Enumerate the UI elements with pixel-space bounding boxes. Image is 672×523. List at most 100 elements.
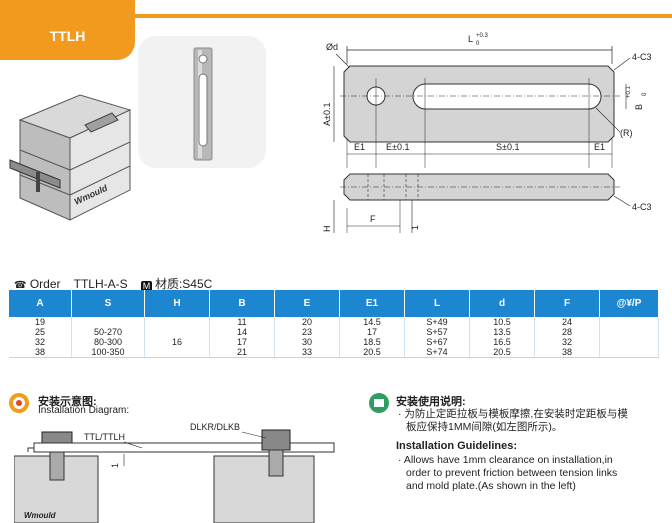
- cell: 38: [9, 347, 72, 358]
- cell: 38: [534, 347, 600, 358]
- guide-en-line3: and mold plate.(As shown in the left): [406, 480, 576, 492]
- product-photo: [138, 36, 266, 168]
- dim-L: L: [468, 34, 473, 44]
- install-diagram: 1 TTL/TTLH DLKR/DLKB Wmould: [14, 422, 335, 523]
- dim-H: H: [322, 226, 332, 233]
- header-rule: [0, 14, 672, 18]
- install-title-en: Installation Diagram:: [38, 405, 130, 416]
- cell: [144, 327, 210, 337]
- cell: 14: [209, 327, 275, 337]
- cell: 14.5: [339, 317, 405, 327]
- guide-title-en: Installation Guidelines:: [396, 440, 518, 452]
- table-row: 32 80-300 16 17 30 18.5 S+67 16.5 32: [9, 337, 659, 347]
- cell: [599, 317, 659, 327]
- guide-en-line2: order to prevent friction between tensio…: [406, 467, 618, 479]
- cell: [144, 317, 210, 327]
- cell: [71, 317, 145, 327]
- dim-E: E±0.1: [386, 142, 409, 152]
- cell: 20: [274, 317, 340, 327]
- guide-cn-line1: · 为防止定距拉板与模板摩擦,在安装时定距板与模: [398, 408, 628, 420]
- cell: 80-300: [71, 337, 145, 347]
- order-label: Order: [29, 277, 61, 291]
- cell: 11: [209, 317, 275, 327]
- cell: 28: [534, 327, 600, 337]
- table-row: 38 100-350 21 33 20.5 S+74 20.5 38: [9, 347, 659, 358]
- guide-en-line1: · Allows have 1mm clearance on installat…: [398, 454, 613, 466]
- col-header: @¥/P: [599, 290, 659, 317]
- cell: [599, 327, 659, 337]
- cell: S+67: [404, 337, 470, 347]
- dim-F: F: [370, 214, 376, 224]
- cell: 16: [144, 337, 210, 347]
- install-label-ttl: TTL/TTLH: [84, 432, 125, 442]
- product-tab: TTLH: [0, 0, 135, 60]
- guidelines-icon: [369, 393, 389, 413]
- install-label-dlkr: DLKR/DLKB: [190, 422, 240, 432]
- col-header: E1: [339, 290, 405, 317]
- tension-link-photo: [193, 47, 213, 161]
- cell: S+74: [404, 347, 470, 358]
- col-header: S: [71, 290, 145, 317]
- cell: 24: [534, 317, 600, 327]
- cell: 100-350: [71, 347, 145, 358]
- cell: 13.5: [469, 327, 535, 337]
- dim-1: 1: [410, 225, 420, 230]
- dim-S: S±0.1: [496, 142, 519, 152]
- install-brand: Wmould: [24, 511, 57, 520]
- dim-B-sup: +0.1: [626, 85, 632, 98]
- col-header: H: [144, 290, 210, 317]
- table-header-row: A S H B E E1 L d F @¥/P: [9, 290, 659, 317]
- cell: 17: [339, 327, 405, 337]
- cell: 32: [534, 337, 600, 347]
- dim-B: B: [634, 104, 644, 110]
- cell: S+49: [404, 317, 470, 327]
- col-header: B: [209, 290, 275, 317]
- cell: 32: [9, 337, 72, 347]
- dim-E1-right: E1: [594, 142, 605, 152]
- dim-R: (R): [620, 128, 633, 138]
- cell: 10.5: [469, 317, 535, 327]
- col-header: A: [9, 290, 72, 317]
- guide-title-cn: 安装使用说明:: [396, 396, 466, 408]
- cell: 21: [209, 347, 275, 358]
- cell: 50-270: [71, 327, 145, 337]
- cell: 25: [9, 327, 72, 337]
- cell: [144, 347, 210, 358]
- col-header: d: [469, 290, 535, 317]
- dim-L-sup: +0.3: [476, 33, 489, 39]
- cell: [599, 337, 659, 347]
- cell: 30: [274, 337, 340, 347]
- dim-L-sub: 0: [476, 41, 480, 47]
- chamfer-top: 4-C3: [632, 52, 652, 62]
- install-gap-label: 1: [110, 463, 120, 468]
- material-text: 材质:S45C: [154, 277, 213, 291]
- order-code: TTLH-A-S: [73, 277, 128, 291]
- cell: 23: [274, 327, 340, 337]
- cell: S+57: [404, 327, 470, 337]
- table-row: 25 50-270 14 23 17 S+57 13.5 28: [9, 327, 659, 337]
- order-icon: ☎: [14, 280, 27, 291]
- cell: 33: [274, 347, 340, 358]
- cell: 17: [209, 337, 275, 347]
- cell: 16.5: [469, 337, 535, 347]
- dim-A: A±0.1: [322, 103, 332, 126]
- dim-E1-left: E1: [354, 142, 365, 152]
- col-header: F: [534, 290, 600, 317]
- cell: 20.5: [469, 347, 535, 358]
- spec-table: A S H B E E1 L d F @¥/P 19 11 20 14.5 S+…: [9, 290, 659, 358]
- material-icon: M: [140, 281, 152, 292]
- cell: 20.5: [339, 347, 405, 358]
- install-title-cn: 安装示意图:: [38, 396, 97, 408]
- technical-drawing: L +0.3 0 Ød 4-C3 A±0.1 B +0.1 0 (R) E1 E…: [322, 33, 652, 233]
- mold-illustration: Wmould: [9, 94, 132, 221]
- product-tab-label: TTLH: [49, 28, 86, 44]
- table-row: 19 11 20 14.5 S+49 10.5 24: [9, 317, 659, 327]
- dim-phi-d: Ød: [326, 42, 338, 52]
- cell: 19: [9, 317, 72, 327]
- cell: 18.5: [339, 337, 405, 347]
- install-diagram-icon: [9, 393, 29, 413]
- dim-B-sub: 0: [642, 92, 648, 96]
- col-header: E: [274, 290, 340, 317]
- col-header: L: [404, 290, 470, 317]
